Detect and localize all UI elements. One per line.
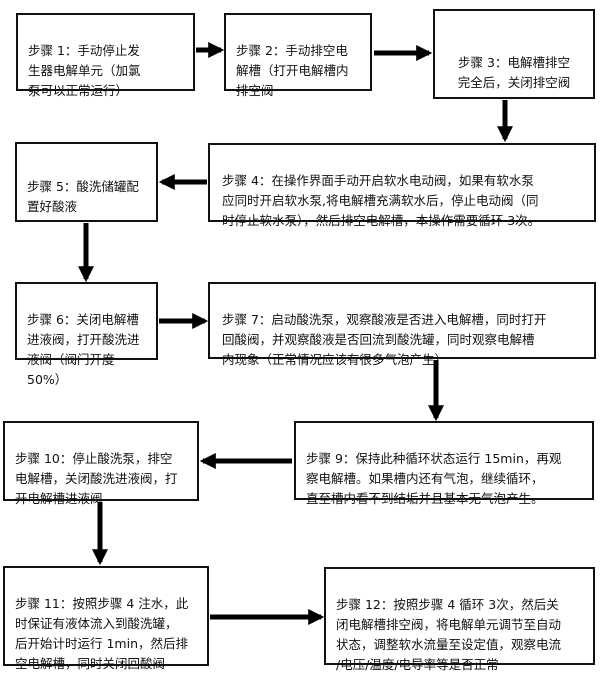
step-5-text: 步骤 5：酸洗储罐配 置好酸液	[27, 179, 139, 214]
step-1-box: 步骤 1：手动停止发 生器电解单元（加氯 泵可以正常运行）	[16, 13, 195, 98]
step-2-box: 步骤 2：手动排空电 解槽（打开电解槽内 排空阀	[224, 13, 372, 98]
step-1-text: 步骤 1：手动停止发 生器电解单元（加氯 泵可以正常运行）	[28, 43, 141, 98]
step-11-box: 步骤 11：按照步骤 4 注水，此 时保证有液体流入到酸洗罐， 后开始计时运行 …	[3, 566, 209, 671]
step-9-box: 步骤 9：保持此种循环状态运行 15min，再观 察电解槽。如果槽内还有气泡，继…	[294, 421, 594, 506]
step-7-text: 步骤 7：启动酸洗泵，观察酸液是否进入电解槽，同时打开 回酸阀，并观察酸液是否回…	[222, 312, 547, 367]
step-12-text: 步骤 12：按照步骤 4 循环 3次，然后关 闭电解槽排空阀，将电解单元调节至自…	[336, 597, 562, 672]
step-12-box: 步骤 12：按照步骤 4 循环 3次，然后关 闭电解槽排空阀，将电解单元调节至自…	[324, 567, 595, 672]
step-9-text: 步骤 9：保持此种循环状态运行 15min，再观 察电解槽。如果槽内还有气泡，继…	[306, 451, 562, 506]
step-11-text: 步骤 11：按照步骤 4 注水，此 时保证有液体流入到酸洗罐， 后开始计时运行 …	[15, 596, 189, 671]
step-6-box: 步骤 6：关闭电解槽 进液阀，打开酸洗进 液阀（阀门开度 50%）	[15, 282, 158, 387]
step-3-text: 步骤 3：电解槽排空 完全后，关闭排空阀	[457, 55, 571, 90]
step-4-box: 步骤 4：在操作界面手动开启软水电动阀，如果有软水泵 应同时开启软水泵,将电解槽…	[208, 143, 596, 228]
step-2-text: 步骤 2：手动排空电 解槽（打开电解槽内 排空阀	[236, 43, 349, 98]
step-5-box: 步骤 5：酸洗储罐配 置好酸液	[15, 142, 158, 222]
step-10-box: 步骤 10：停止酸洗泵，排空 电解槽，关闭酸洗进液阀，打 开电解槽进液阀	[3, 421, 199, 506]
step-3-box: 步骤 3：电解槽排空 完全后，关闭排空阀	[433, 9, 595, 99]
step-4-text: 步骤 4：在操作界面手动开启软水电动阀，如果有软水泵 应同时开启软水泵,将电解槽…	[222, 173, 541, 228]
step-7-box: 步骤 7：启动酸洗泵，观察酸液是否进入电解槽，同时打开 回酸阀，并观察酸液是否回…	[208, 282, 596, 367]
step-10-text: 步骤 10：停止酸洗泵，排空 电解槽，关闭酸洗进液阀，打 开电解槽进液阀	[15, 451, 178, 506]
step-6-text: 步骤 6：关闭电解槽 进液阀，打开酸洗进 液阀（阀门开度 50%）	[27, 312, 140, 387]
